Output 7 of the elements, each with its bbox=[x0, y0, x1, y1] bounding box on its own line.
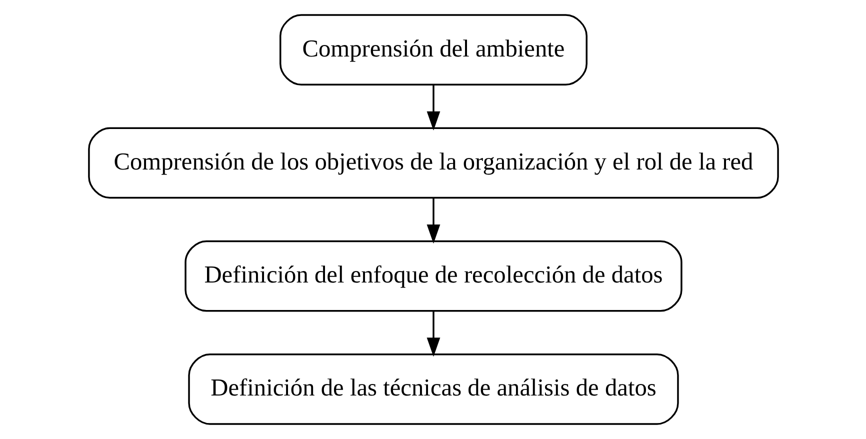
arrow bbox=[426, 85, 440, 131]
node-box: Comprensión del ambiente bbox=[279, 14, 587, 86]
node-box: Comprensión de los objetivos de la organización y el rol de la red bbox=[88, 127, 778, 199]
node-box: Definición de las técnicas de análisis de datos bbox=[188, 354, 678, 425]
arrow bbox=[426, 198, 440, 244]
arrow bbox=[426, 311, 440, 357]
node-box: Definición del enfoque de recolección de datos bbox=[184, 240, 682, 312]
